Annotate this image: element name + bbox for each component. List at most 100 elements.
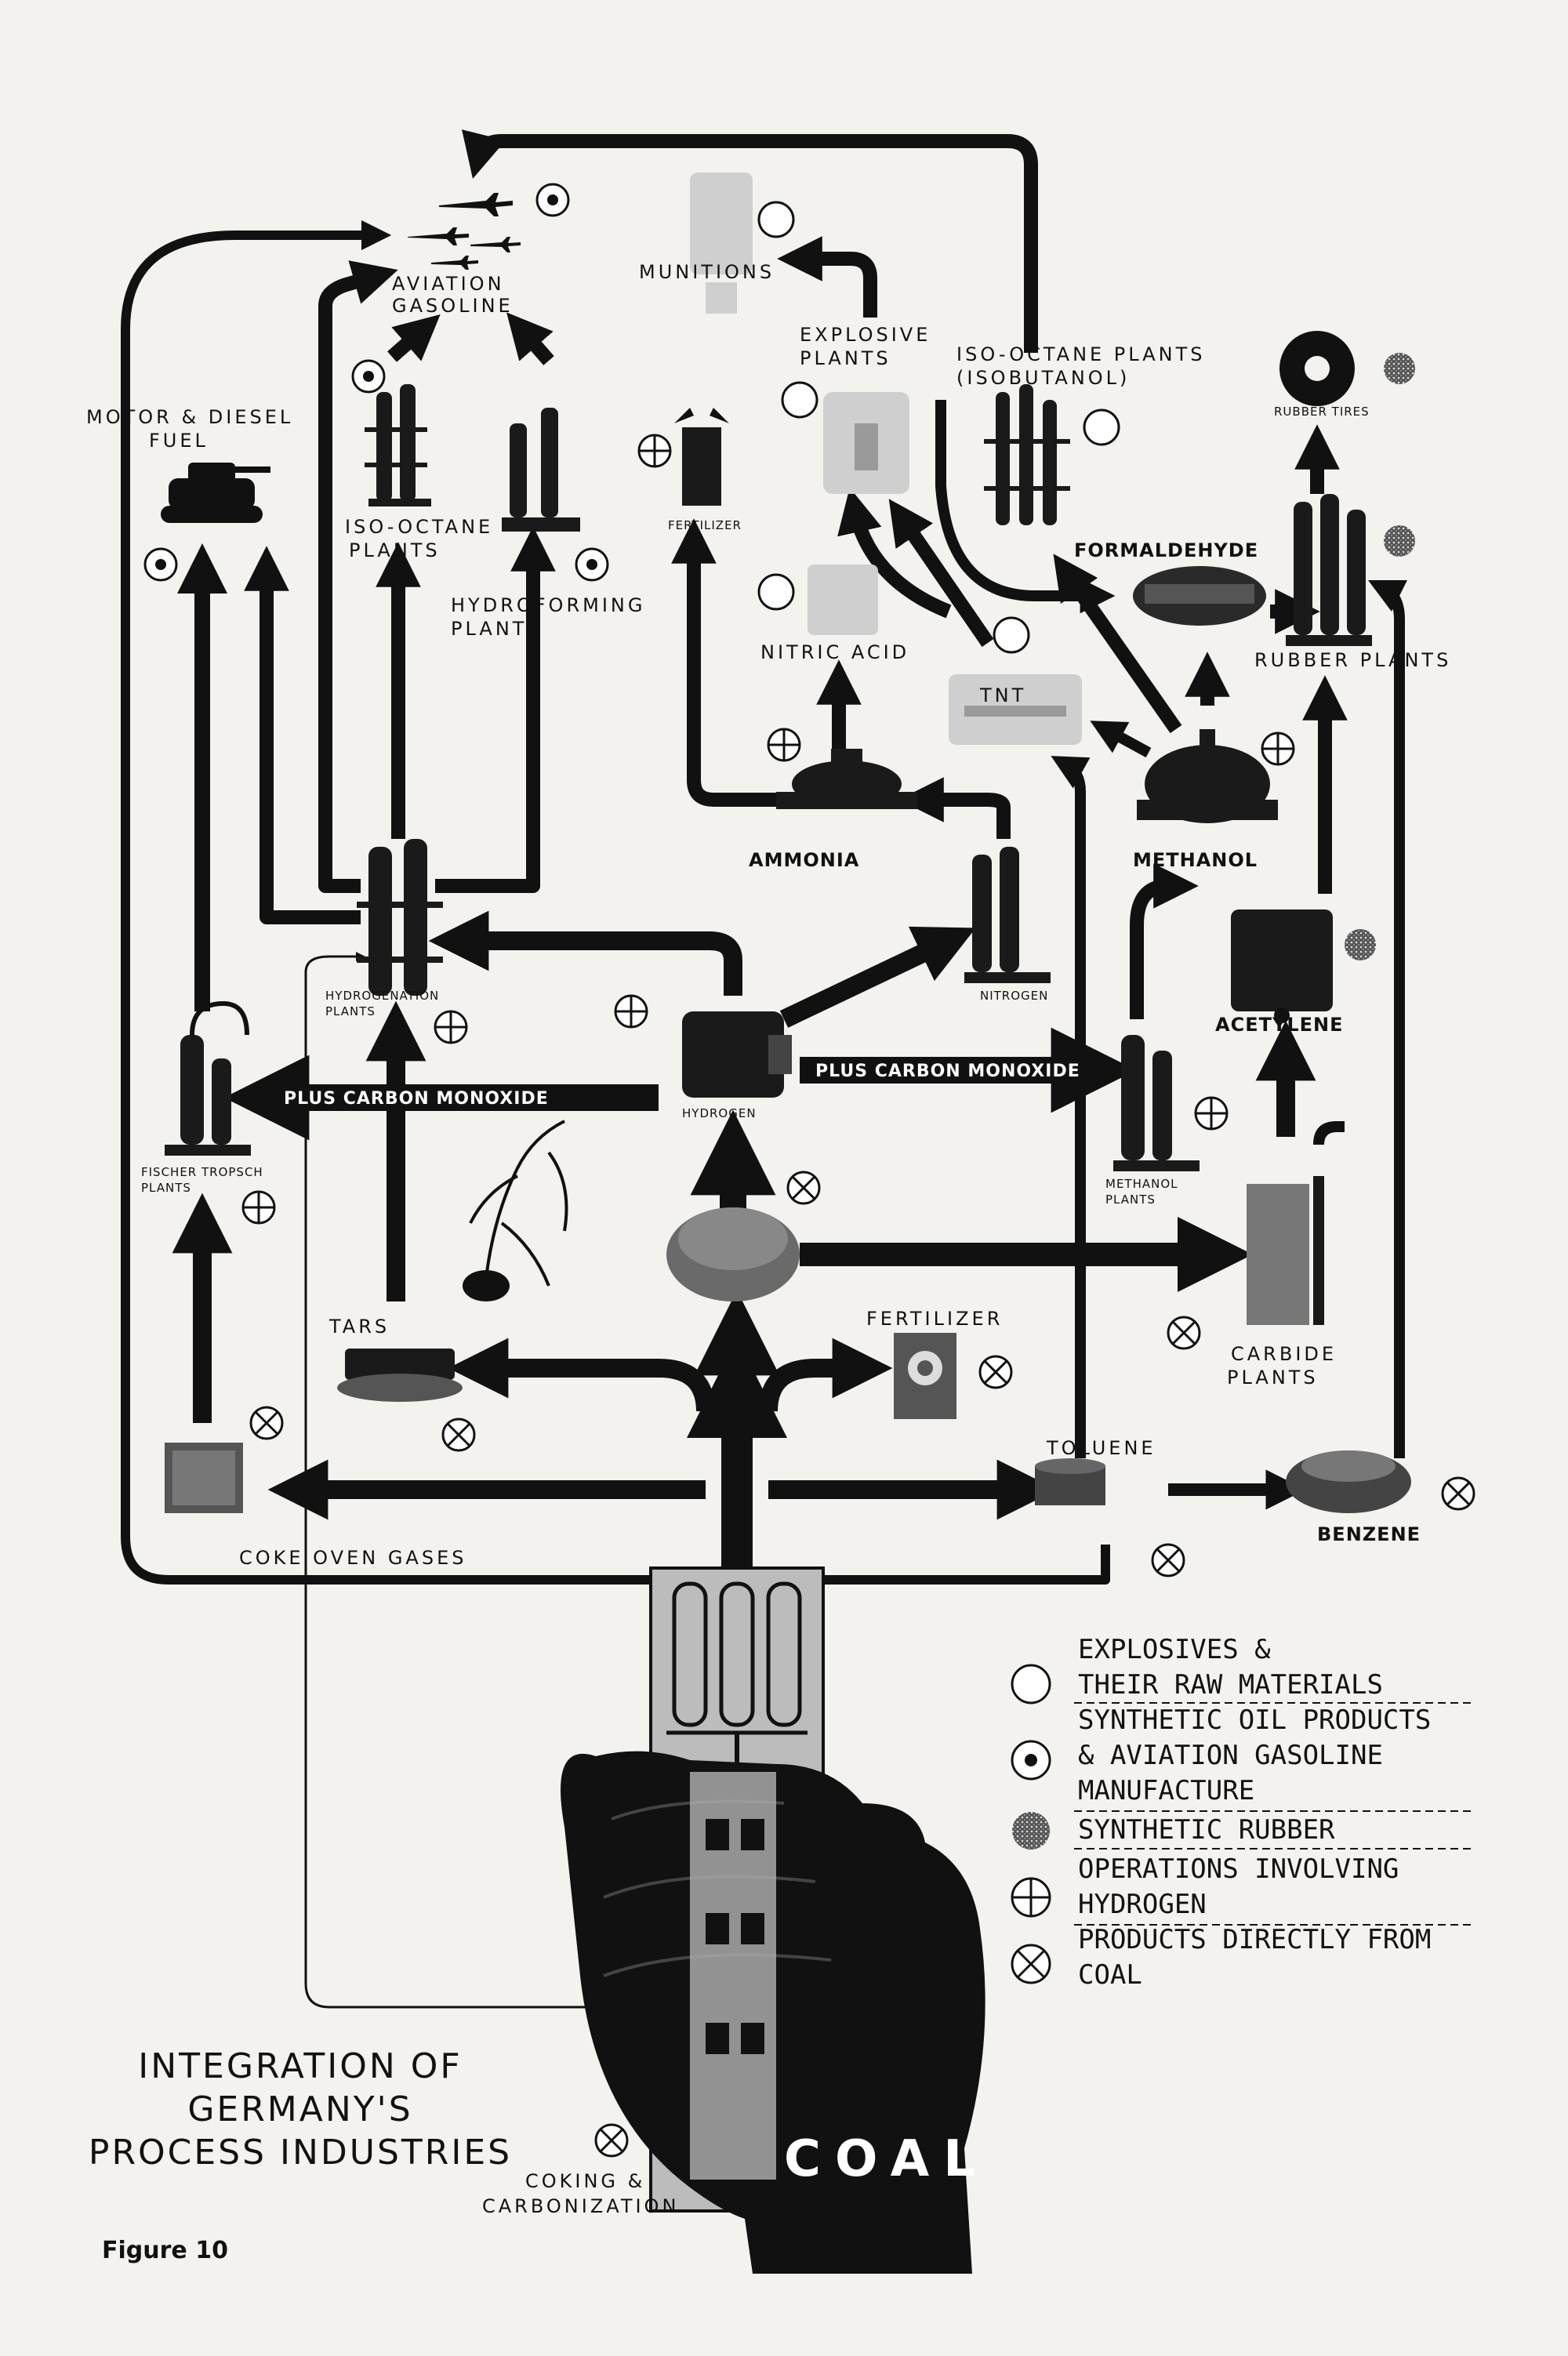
label-explosive-plants-1: EXPLOSIVE xyxy=(800,324,931,346)
label-toluene: TOLUENE xyxy=(1046,1437,1156,1459)
label-ammonia: AMMONIA xyxy=(749,849,859,871)
title-line-1: INTEGRATION OF xyxy=(138,2046,462,2086)
legend-item-2-line-2: & AVIATION GASOLINE xyxy=(1078,1740,1383,1771)
label-methanol-plants-1: METHANOL xyxy=(1105,1177,1178,1191)
label-tars: TARS xyxy=(328,1316,390,1338)
open-circle-icon xyxy=(757,201,795,238)
coke-oven-icon xyxy=(165,1443,243,1513)
plus-circle-icon xyxy=(637,434,672,468)
legend-item-5-line-1: PRODUCTS DIRECTLY FROM xyxy=(1078,1924,1431,1955)
arrow-nitrogen-to-ammonia xyxy=(898,777,1011,839)
label-coke-oven-gases: COKE OVEN GASES xyxy=(239,1547,466,1569)
arrow-hydrogen-to-hydrogenation xyxy=(428,910,742,996)
dot-circle-icon xyxy=(535,183,570,217)
cross-circle-icon xyxy=(1151,1543,1185,1577)
arrow-top-loop-to-aviation xyxy=(462,129,1038,353)
label-iso-octane-2: PLANTS xyxy=(349,539,441,561)
explosive-plant-icon xyxy=(823,392,909,494)
cross-circle-icon xyxy=(594,2123,629,2158)
isobutanol-plant-icon xyxy=(984,384,1070,525)
label-motor-diesel-2: FUEL xyxy=(149,430,209,452)
label-motor-diesel-1: MOTOR & DIESEL xyxy=(86,406,293,428)
arrow-ammonia-to-fertilizer xyxy=(671,518,776,807)
formaldehyde-plant-icon xyxy=(1133,566,1266,626)
arrow-isobutanol-to-rubber xyxy=(935,400,1116,614)
arrow-benzene-to-rubber xyxy=(1367,579,1408,1458)
plus-circle-icon xyxy=(1194,1096,1229,1131)
open-circle-icon xyxy=(1083,408,1120,446)
rubber-plant-icon xyxy=(1286,494,1372,646)
arrow-nitric-to-explosive xyxy=(837,487,952,619)
plus-circle-icon xyxy=(434,1010,468,1044)
label-methanol-plants-2: PLANTS xyxy=(1105,1193,1156,1207)
open-circle-icon xyxy=(781,381,818,419)
acetylene-plant-icon xyxy=(1231,909,1333,1023)
plus-circle-icon xyxy=(241,1190,276,1225)
label-formaldehyde: FORMALDEHYDE xyxy=(1074,539,1258,561)
label-tnt: TNT xyxy=(979,684,1026,706)
legend-item-1-line-2: THEIR RAW MATERIALS xyxy=(1078,1669,1383,1701)
label-hydrogenation-2: PLANTS xyxy=(325,1004,376,1018)
cross-circle-icon xyxy=(441,1418,476,1452)
plus-circle-icon xyxy=(614,994,648,1029)
cross-circle-icon xyxy=(1167,1316,1201,1350)
coke-pile-icon xyxy=(666,1207,800,1301)
tnt-plant-icon xyxy=(949,674,1082,745)
label-rubber-plants: RUBBER PLANTS xyxy=(1254,649,1451,671)
cross-circle-icon xyxy=(978,1355,1013,1389)
fertilizer-plant-icon xyxy=(674,408,729,506)
arrow-explosive-to-munitions xyxy=(777,236,877,318)
category-symbols xyxy=(143,183,1475,2158)
label-rubber-tires: RUBBER TIRES xyxy=(1274,405,1370,419)
arrow-hydrogenation-to-hydroforming xyxy=(435,526,556,893)
legend-plus-circle-icon xyxy=(1011,1877,1051,1918)
figure-label: Figure 10 xyxy=(102,2237,228,2264)
plus-carbon-monoxide-right: PLUS CARBON MONOXIDE xyxy=(815,1062,1080,1081)
arrow-hydroforming-to-aviation xyxy=(506,312,554,365)
legend-stippled-disc-icon xyxy=(1012,1812,1050,1850)
label-acetylene: ACETYLENE xyxy=(1215,1014,1344,1036)
hydroforming-plant-icon xyxy=(502,408,580,532)
ammonia-plant-icon xyxy=(776,749,917,809)
label-munitions: MUNITIONS xyxy=(639,261,775,283)
arrow-toluene-to-explosive xyxy=(888,499,994,648)
label-coking-2: CARBONIZATION xyxy=(482,2195,679,2217)
label-hydrogen: HYDROGEN xyxy=(682,1106,757,1120)
fischer-tropsch-plant-icon xyxy=(165,1000,251,1156)
coal-hand-illustration: COAL xyxy=(561,1566,989,2274)
label-fischer-tropsch-1: FISCHER TROPSCH xyxy=(141,1165,263,1179)
aircraft-icon xyxy=(408,193,521,270)
arrow-hydrogen-to-nitrogen xyxy=(779,926,976,1028)
label-aviation-gasoline-1: AVIATION xyxy=(392,273,505,295)
plus-circle-icon xyxy=(767,728,801,762)
legend: EXPLOSIVES & THEIR RAW MATERIALS SYNTHET… xyxy=(1011,1634,1474,1991)
arrow-to-fertilizer xyxy=(759,1338,893,1412)
dot-circle-icon xyxy=(143,547,178,582)
fertilizer-bag-icon xyxy=(894,1333,956,1419)
thin-line-hand-to-hydrogenation xyxy=(304,952,612,2009)
hydrogen-plant-icon xyxy=(682,1011,792,1098)
legend-cross-circle-icon xyxy=(1011,1944,1051,1984)
label-hydrogenation-1: HYDROGENATION xyxy=(325,989,439,1003)
plant-illustrations xyxy=(161,172,1411,1513)
coal-label: COAL xyxy=(784,2130,989,2188)
label-hydroforming-1: HYDROFORMING xyxy=(451,594,645,616)
arrow-methanol-to-tnt xyxy=(1090,721,1152,758)
arrow-methanolplants-to-methanol xyxy=(1130,863,1199,1019)
open-circle-icon xyxy=(757,573,795,611)
carbide-plant-icon xyxy=(1247,1121,1345,1325)
toluene-tank-icon xyxy=(1035,1458,1105,1505)
label-iso-octane-1: ISO-OCTANE xyxy=(345,516,493,538)
label-benzene: BENZENE xyxy=(1317,1523,1421,1545)
nitrogen-plant-icon xyxy=(964,847,1051,983)
rubber-tire-icon xyxy=(1279,331,1355,406)
title-line-3: PROCESS INDUSTRIES xyxy=(89,2133,512,2173)
carbon-monoxide-banners: PLUS CARBON MONOXIDE PLUS CARBON MONOXID… xyxy=(284,1062,1080,1109)
legend-dividers xyxy=(1074,1702,1474,1926)
benzene-tank-icon xyxy=(1286,1450,1411,1513)
legend-item-3-line-1: SYNTHETIC RUBBER xyxy=(1078,1814,1335,1846)
legend-dot-circle-icon xyxy=(1011,1740,1051,1781)
dot-circle-icon xyxy=(351,359,386,394)
legend-item-4-line-1: OPERATIONS INVOLVING xyxy=(1078,1853,1399,1885)
